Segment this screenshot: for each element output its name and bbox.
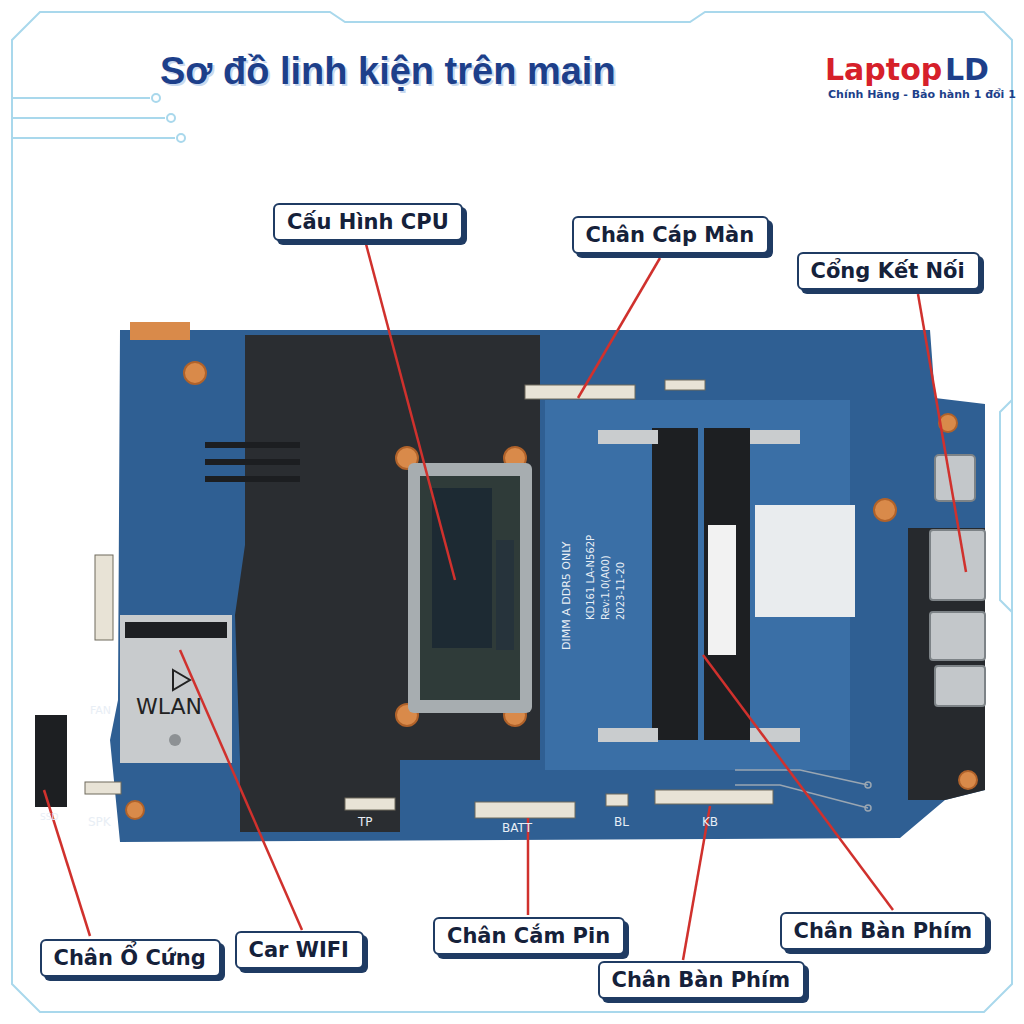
warning-symbol [173,670,190,690]
callout-text: Chân Bàn Phím [794,919,973,943]
callout-text: Cổng Kết Nối [811,259,965,283]
ports [930,455,985,706]
callout-box: Car WIFI [235,931,364,969]
screw [169,734,181,746]
silkscreen-label: KD161 LA-N562P [585,535,596,620]
connectors [85,380,773,818]
callout-text: Chân Cáp Màn [586,223,755,247]
screw-pads [126,362,977,819]
callout-box: Chân Bàn Phím [780,912,987,950]
silkscreen-label: DIMM A DDR5 ONLY [560,541,573,650]
callout-box: Chân Bàn Phím [598,961,805,999]
ram-slot [652,428,698,740]
logo-text: LD [945,52,989,87]
callout-text: Chân Ổ Cứng [54,946,206,970]
ram-slot [704,428,750,740]
slot-clip [598,728,658,742]
heatsink-film [235,335,540,832]
silkscreen-label: BL [614,815,629,829]
callout-box: Chân Ổ Cứng [40,939,221,977]
callout-box: Cấu Hình CPU [273,203,463,241]
sticker [755,505,855,617]
ssd-slot [35,715,67,807]
callout-box: Chân Cáp Màn [572,216,769,254]
cpu-frame [408,463,532,713]
film-marks [205,445,300,479]
silkscreen-label: BATT [502,821,532,835]
callout-text: Chân Bàn Phím [612,968,791,992]
m2-slot [125,622,227,638]
silkscreen-label: KB [702,815,718,829]
silkscreen-label: SPK [88,815,111,829]
slot-clip [598,430,658,444]
silkscreen-label: 2023-11-20 [615,562,626,620]
logo-slogan: Chính Hãng - Bảo hành 1 đổi 1 [828,88,1016,101]
cpu-die [496,540,514,650]
silkscreen-label: SSD [40,812,58,822]
page-title: Sơ đồ linh kiện trên main [160,50,616,93]
barcode-sticker [708,525,736,655]
pad [130,322,190,340]
wlan-shield [120,615,232,763]
logo-text: Laptop [825,52,942,87]
callout-text: Cấu Hình CPU [287,210,449,234]
frame-decoration [12,12,1012,1012]
callout-text: Car WIFI [249,938,349,962]
silkscreen-label: WLAN [136,694,202,719]
callout-box: Cổng Kết Nối [797,252,980,290]
callout-box: Chân Cắm Pin [433,917,625,955]
silkscreen-label: TP [358,815,373,829]
callout-text: Chân Cắm Pin [447,924,610,948]
pcb [110,330,985,842]
dark-area [908,528,985,800]
silkscreen-label: Rev:1.0(A00) [600,555,611,620]
slot-clip [750,430,800,444]
cpu-package [420,476,520,700]
cpu-die [432,488,492,648]
leader-lines [44,244,966,960]
silkscreen-label: FAN [90,704,111,717]
